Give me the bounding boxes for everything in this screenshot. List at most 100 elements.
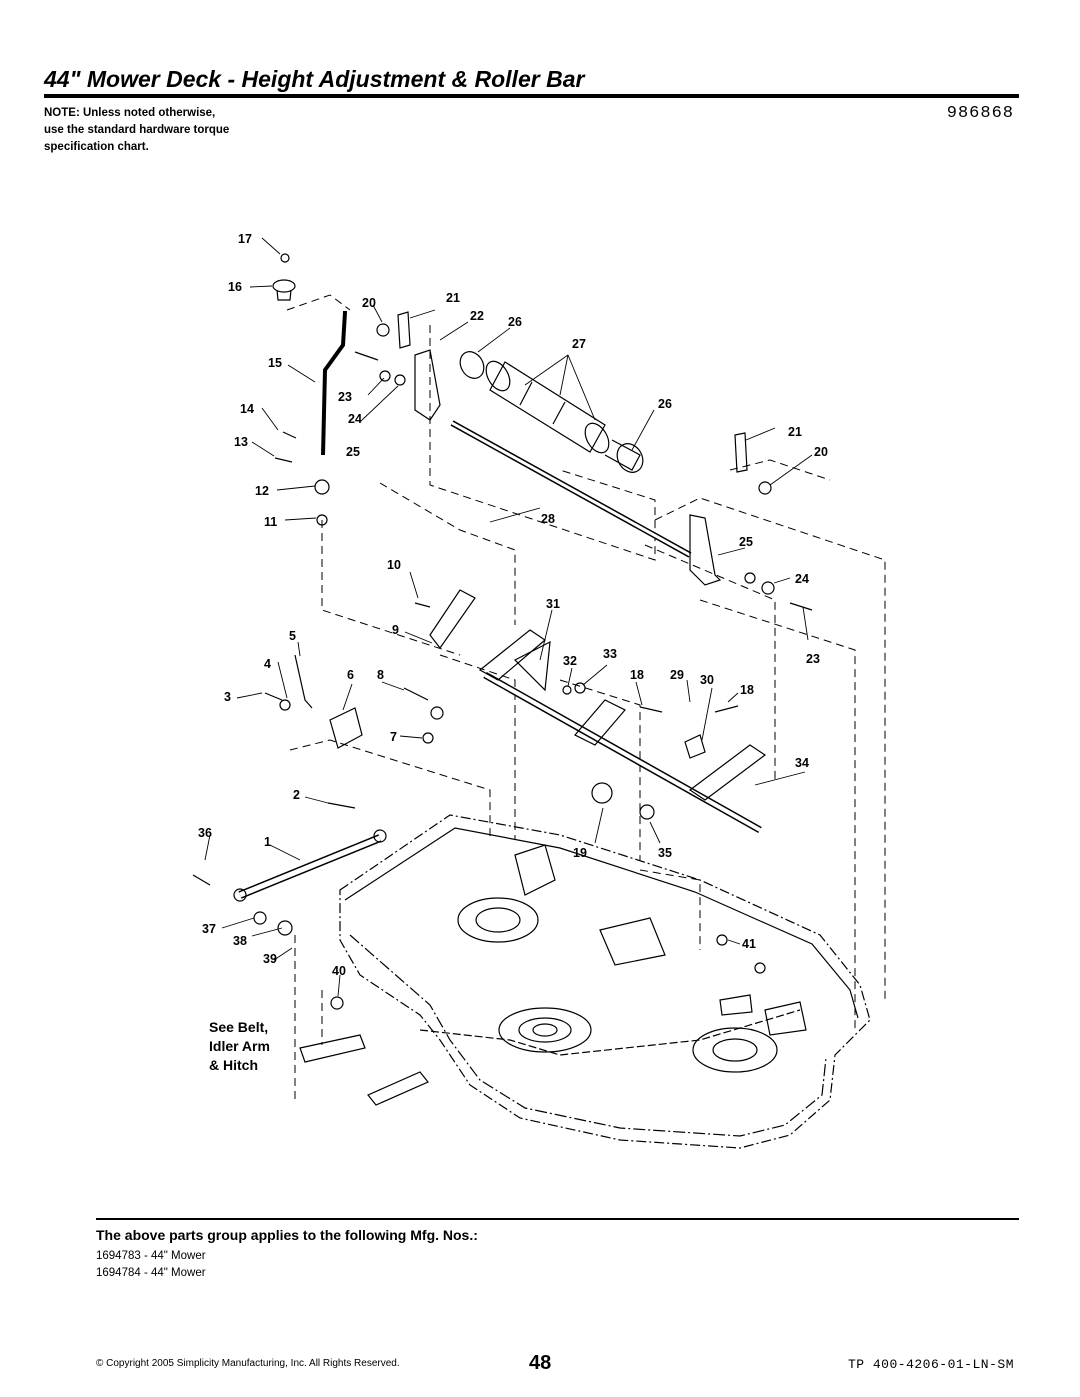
callout-36: 36 xyxy=(198,826,212,840)
right-roller-bracket xyxy=(689,514,722,586)
chain-link-right xyxy=(734,432,748,473)
bolt-8 xyxy=(403,687,429,701)
callout-30: 30 xyxy=(700,673,714,687)
callout-25b: 25 xyxy=(739,535,753,549)
callout-20b: 20 xyxy=(814,445,828,459)
callout-9: 9 xyxy=(392,623,399,637)
washer-4 xyxy=(279,699,291,711)
see-belt-line: Idler Arm xyxy=(209,1038,270,1054)
height-adjust-lever xyxy=(321,311,347,456)
washer-24r xyxy=(761,581,775,595)
pivot-plate xyxy=(329,707,363,749)
page-title: 44" Mower Deck - Height Adjustment & Rol… xyxy=(44,66,585,92)
callout-18b: 18 xyxy=(740,683,754,697)
roller-assembly xyxy=(459,351,644,473)
callout-24b: 24 xyxy=(795,572,809,586)
callout-26b: 26 xyxy=(658,397,672,411)
applies-heading: The above parts group applies to the fol… xyxy=(96,1227,478,1243)
nut-25 xyxy=(394,374,406,386)
see-belt-line: & Hitch xyxy=(209,1057,258,1073)
callout-2: 2 xyxy=(293,788,300,802)
nut-35 xyxy=(639,804,655,820)
callout-28: 28 xyxy=(541,512,555,526)
callout-5: 5 xyxy=(289,629,296,643)
washer-24 xyxy=(379,370,391,382)
lever-knob xyxy=(272,253,296,301)
mower-deck-housing xyxy=(339,814,871,1149)
drawing-number: 986868 xyxy=(946,104,1014,123)
callout-12: 12 xyxy=(255,484,269,498)
callout-18: 18 xyxy=(630,668,644,682)
callout-37: 37 xyxy=(202,922,216,936)
nut-12 xyxy=(314,479,330,495)
callout-34: 34 xyxy=(795,756,809,770)
nut-32 xyxy=(562,685,572,695)
callout-21: 21 xyxy=(446,291,460,305)
front-hitch-arm xyxy=(367,1071,429,1106)
callout-13: 13 xyxy=(234,435,248,449)
callout-14: 14 xyxy=(240,402,254,416)
callout-22: 22 xyxy=(470,309,484,323)
callout-32: 32 xyxy=(563,654,577,668)
callout-4: 4 xyxy=(264,657,271,671)
callout-23b: 23 xyxy=(806,652,820,666)
nut-39 xyxy=(754,962,766,974)
spacer-38 xyxy=(277,920,293,936)
lift-plate xyxy=(429,589,476,650)
see-belt-line: See Belt, xyxy=(209,1019,268,1035)
washer-11 xyxy=(316,514,328,526)
nut-20 xyxy=(376,323,390,337)
callout-31: 31 xyxy=(546,597,560,611)
bolt-10 xyxy=(414,602,431,608)
torque-note: NOTE: Unless noted otherwise, use the st… xyxy=(44,105,344,156)
bolt-29 xyxy=(639,706,663,713)
bolt-36 xyxy=(192,874,211,886)
pin-14 xyxy=(282,431,297,439)
nut-25r xyxy=(744,572,756,584)
triangle-bracket xyxy=(513,640,551,692)
left-roller-bracket xyxy=(414,349,441,421)
callout-6: 6 xyxy=(347,668,354,682)
nut-20r xyxy=(758,481,772,495)
callout-39: 39 xyxy=(263,952,277,966)
callout-35: 35 xyxy=(658,846,672,860)
saddle-clamp xyxy=(684,734,706,759)
note-line: NOTE: Unless noted otherwise, xyxy=(44,107,216,119)
callout-17: 17 xyxy=(238,232,252,246)
washer-33 xyxy=(574,682,586,694)
callout-26: 26 xyxy=(508,315,522,329)
callout-23: 23 xyxy=(338,390,352,404)
bolt-15 xyxy=(354,351,379,361)
mfg-number: 1694784 - 44" Mower xyxy=(96,1267,206,1279)
callout-20: 20 xyxy=(362,296,376,310)
washer-7 xyxy=(422,732,434,744)
nut-19 xyxy=(591,782,613,804)
callout-27: 27 xyxy=(572,337,586,351)
spring-pin-5 xyxy=(294,654,313,709)
callout-24: 24 xyxy=(348,412,362,426)
spacer-37 xyxy=(253,911,267,925)
callout-15: 15 xyxy=(268,356,282,370)
bolt-24 xyxy=(789,602,813,611)
callout-11: 11 xyxy=(264,515,277,529)
callout-41: 41 xyxy=(742,937,756,951)
callout-8: 8 xyxy=(377,668,384,682)
bolt-2 xyxy=(327,802,356,809)
callout-10: 10 xyxy=(387,558,401,572)
note-line: use the standard hardware torque xyxy=(44,124,230,136)
document-code: TP 400-4206-01-LN-SM xyxy=(847,1357,1014,1372)
front-hitch-bracket xyxy=(299,1034,366,1063)
chain-link-left xyxy=(397,311,411,349)
bolt-13 xyxy=(274,457,293,463)
callout-19: 19 xyxy=(573,846,587,860)
mfg-numbers-list: 1694783 - 44" Mower 1694784 - 44" Mower xyxy=(96,1248,206,1282)
lift-arm-center xyxy=(574,699,626,746)
callout-7: 7 xyxy=(390,730,397,744)
nut-40 xyxy=(330,996,344,1010)
callout-1: 1 xyxy=(264,835,271,849)
callout-21b: 21 xyxy=(788,425,802,439)
callout-33: 33 xyxy=(603,647,617,661)
callout-16: 16 xyxy=(228,280,242,294)
note-line: specification chart. xyxy=(44,141,149,153)
